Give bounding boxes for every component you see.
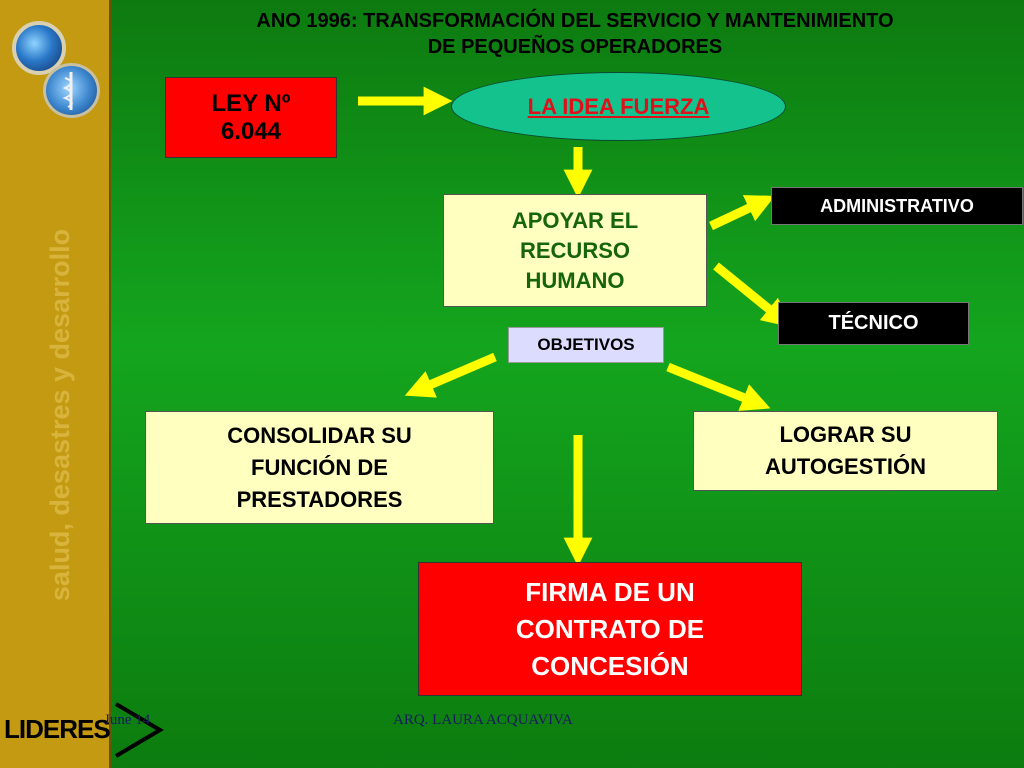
administrativo-box: ADMINISTRATIVO [771,187,1023,225]
apoyar-box: APOYAR EL RECURSO HUMANO [443,194,707,307]
sidebar: salud, desastres y desarrollo [0,0,111,768]
tecnico-box: TÉCNICO [778,302,969,345]
footer-date: June 14 [104,712,151,728]
objetivos-box: OBJETIVOS [508,327,664,363]
footer-author: ARQ. LAURA ACQUAVIVA [393,712,573,728]
arrow-icon [713,262,792,328]
page-title: ANO 1996: TRANSFORMACIÓN DEL SERVICIO Y … [256,10,894,58]
ley-box: LEY Nº 6.044 [165,77,337,158]
idea-fuerza-label: LA IDEA FUERZA [527,93,710,119]
arrow-icon [666,362,771,411]
consolidar-box: CONSOLIDAR SU FUNCIÓN DE PRESTADORES [145,411,494,524]
lograr-box: LOGRAR SU AUTOGESTIÓN [693,411,998,491]
firma-box: FIRMA DE UN CONTRATO DE CONCESIÓN [418,562,802,696]
idea-fuerza-oval: LA IDEA FUERZA [451,72,786,141]
lideres-logo: LIDERES [4,702,164,758]
arrow-icon [404,352,497,398]
logo-text: LIDERES [4,714,111,744]
who-emblem-icon [43,63,100,118]
arrow-icon [709,195,776,231]
